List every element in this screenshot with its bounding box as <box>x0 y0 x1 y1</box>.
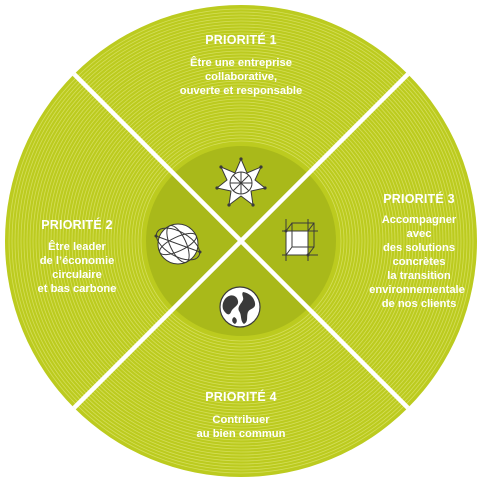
ring-line <box>134 134 348 348</box>
ring-line <box>113 113 369 369</box>
ring-line <box>11 11 471 471</box>
separator-ne <box>239 72 410 243</box>
ring-line <box>122 122 360 360</box>
ring-line <box>83 83 399 399</box>
ring-line <box>20 20 462 462</box>
ring-line <box>29 29 453 453</box>
ring-line <box>137 137 345 345</box>
ring-line <box>104 104 378 378</box>
ring-line <box>74 74 408 408</box>
ring-line <box>47 47 435 435</box>
ring-line <box>41 41 441 441</box>
ring-line <box>131 131 351 351</box>
priority-3-line-1: Accompagner <box>382 214 457 226</box>
ring-line <box>23 23 459 459</box>
ring-line <box>26 26 456 456</box>
ring-line <box>92 92 390 390</box>
ring-line <box>44 44 438 438</box>
ring-line <box>128 128 354 354</box>
priority-1-title: PRIORITÉ 1 <box>205 32 276 47</box>
priority-3-title: PRIORITÉ 3 <box>383 191 454 206</box>
separator-sw <box>72 239 243 410</box>
priority-2-line-2: de l’économie <box>40 255 115 267</box>
quadrant-priority-3: PRIORITÉ 3 Accompagner avec des solution… <box>369 191 465 310</box>
ring-line <box>77 77 405 405</box>
priority-1-line-2: collaborative, <box>205 71 277 83</box>
priority-2-line-1: Être leader <box>48 240 106 253</box>
ring-line <box>62 62 420 420</box>
ring-line <box>140 140 342 342</box>
ring-line <box>38 38 444 444</box>
priority-3-line-2: avec <box>407 228 432 240</box>
ring-line <box>95 95 387 387</box>
star-polyhedron-icon <box>215 157 267 207</box>
priority-3-line-4: concrètes <box>393 256 446 268</box>
priority-1-line-3: ouverte et responsable <box>180 85 302 97</box>
ring-line <box>110 110 372 372</box>
ring-line <box>89 89 393 393</box>
quadrant-separators <box>72 72 410 410</box>
ring-line <box>65 65 417 417</box>
ring-line <box>50 50 432 432</box>
priority-3-line-6: environnementale <box>369 284 465 296</box>
ring-line <box>32 32 450 450</box>
ring-line <box>56 56 426 426</box>
ring-line <box>17 17 465 465</box>
ring-line <box>14 14 468 468</box>
priority-3-line-5: la transition <box>387 270 451 282</box>
ring-line <box>80 80 402 402</box>
ring-line <box>71 71 411 411</box>
ring-line <box>35 35 447 447</box>
ring-line <box>116 116 366 366</box>
separator-nw <box>72 72 243 243</box>
ring-line <box>101 101 381 381</box>
quadrant-priority-1: PRIORITÉ 1 Être une entreprise collabora… <box>180 32 302 97</box>
gyroscope-sphere-icon <box>154 223 202 265</box>
priority-1-line-1: Être une entreprise <box>190 56 292 69</box>
priority-2-line-3: circulaire <box>52 269 102 281</box>
ring-line <box>68 68 414 414</box>
priority-4-line-1: Contribuer <box>212 414 270 426</box>
priority-3-line-3: des solutions <box>383 242 455 254</box>
ring-line <box>8 8 474 474</box>
ring-line <box>59 59 423 423</box>
wireframe-cube-icon <box>282 219 318 261</box>
earth-globe-icon <box>219 286 261 328</box>
priority-2-line-4: et bas carbone <box>38 283 117 295</box>
quadrant-priority-2: PRIORITÉ 2 Être leader de l’économie cir… <box>38 217 117 295</box>
ring-line <box>107 107 375 375</box>
priority-2-title: PRIORITÉ 2 <box>41 217 112 232</box>
concentric-ring-lines <box>8 8 474 474</box>
priority-3-line-7: de nos clients <box>382 298 457 310</box>
ring-line <box>86 86 396 396</box>
priority-4-line-2: au bien commun <box>197 428 286 440</box>
priority-4-title: PRIORITÉ 4 <box>205 389 276 404</box>
ring-line <box>53 53 429 429</box>
ring-line <box>98 98 384 384</box>
separator-se <box>239 239 410 410</box>
ring-line <box>125 125 357 357</box>
ring-line <box>119 119 363 363</box>
quadrant-priority-4: PRIORITÉ 4 Contribuer au bien commun <box>197 389 286 440</box>
